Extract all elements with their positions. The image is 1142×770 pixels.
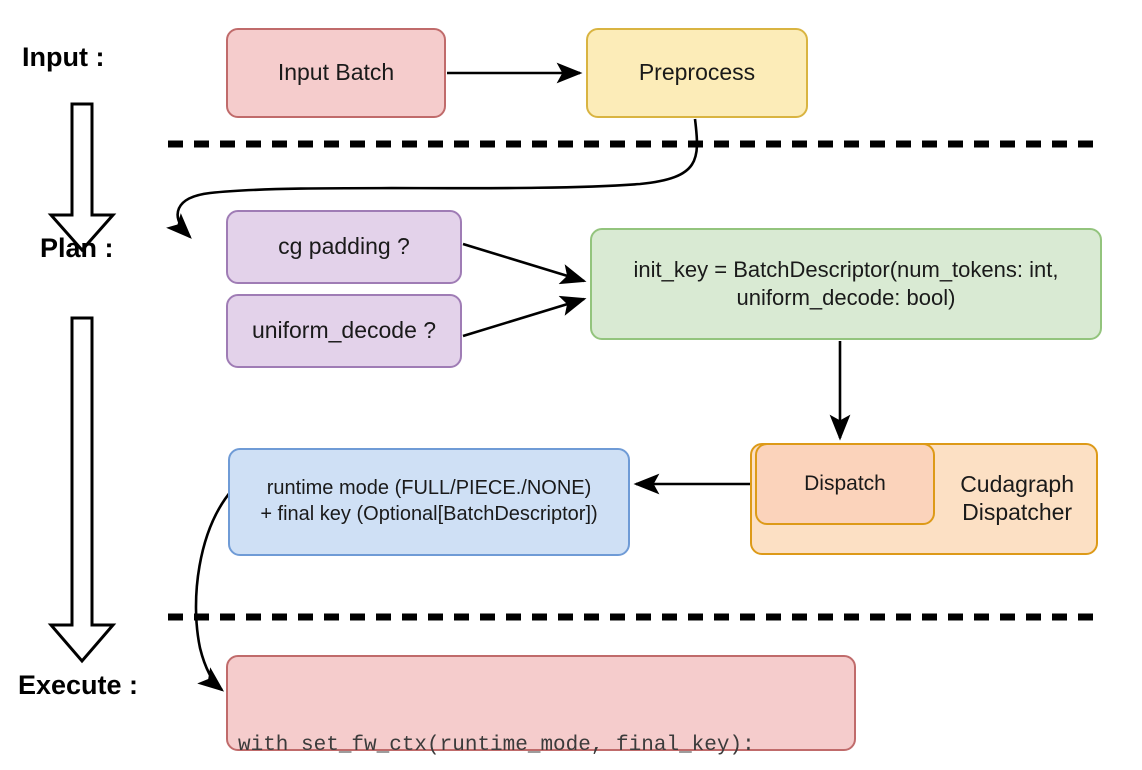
node-cg-padding-label: cg padding ?: [278, 233, 410, 260]
node-cudagraph-dispatcher-line-1: Cudagraph: [960, 471, 1074, 498]
input-to-plan-arrow: [47, 102, 117, 253]
node-preprocess-label: Preprocess: [638, 59, 756, 86]
node-cg-padding[interactable]: cg padding ?: [226, 210, 462, 284]
arrow-runtime-mode-to-code: [194, 489, 233, 692]
node-uniform-decode[interactable]: uniform_decode ?: [226, 294, 462, 368]
node-runtime-mode-line-2: + final key (Optional[BatchDescriptor]): [260, 503, 598, 525]
node-dispatch[interactable]: Dispatch: [755, 443, 935, 525]
node-cudagraph-dispatcher-line-2: Dispatcher: [962, 499, 1073, 525]
node-uniform-decode-label: uniform_decode ?: [251, 317, 437, 344]
node-runtime-mode[interactable]: runtime mode (FULL/PIECE./NONE) + final …: [228, 448, 630, 556]
node-code-line-1: with set_fw_ctx(runtime_mode, final_key)…: [238, 733, 755, 757]
node-input-batch-label: Input Batch: [277, 59, 395, 86]
node-init-key-line-1: init_key = BatchDescriptor(num_tokens: i…: [633, 256, 1059, 282]
arrow-cg-padding-to-init-key: [462, 242, 587, 285]
node-code-block[interactable]: with set_fw_ctx(runtime_mode, final_key)…: [226, 655, 856, 757]
node-init-key-line-2: uniform_decode: bool): [736, 285, 956, 310]
stage-label-execute: Execute :: [18, 670, 139, 700]
node-preprocess[interactable]: Preprocess: [586, 28, 808, 118]
arrow-uniform-decode-to-init-key: [462, 295, 587, 338]
stage-label-plan: Plan :: [40, 233, 114, 263]
node-runtime-mode-line-1: runtime mode (FULL/PIECE./NONE): [266, 477, 592, 500]
node-init-key[interactable]: init_key = BatchDescriptor(num_tokens: i…: [590, 228, 1102, 340]
node-dispatch-label: Dispatch: [804, 471, 886, 495]
stage-label-input: Input :: [22, 42, 105, 72]
plan-to-execute-arrow: [47, 316, 117, 664]
node-input-batch[interactable]: Input Batch: [226, 28, 446, 118]
